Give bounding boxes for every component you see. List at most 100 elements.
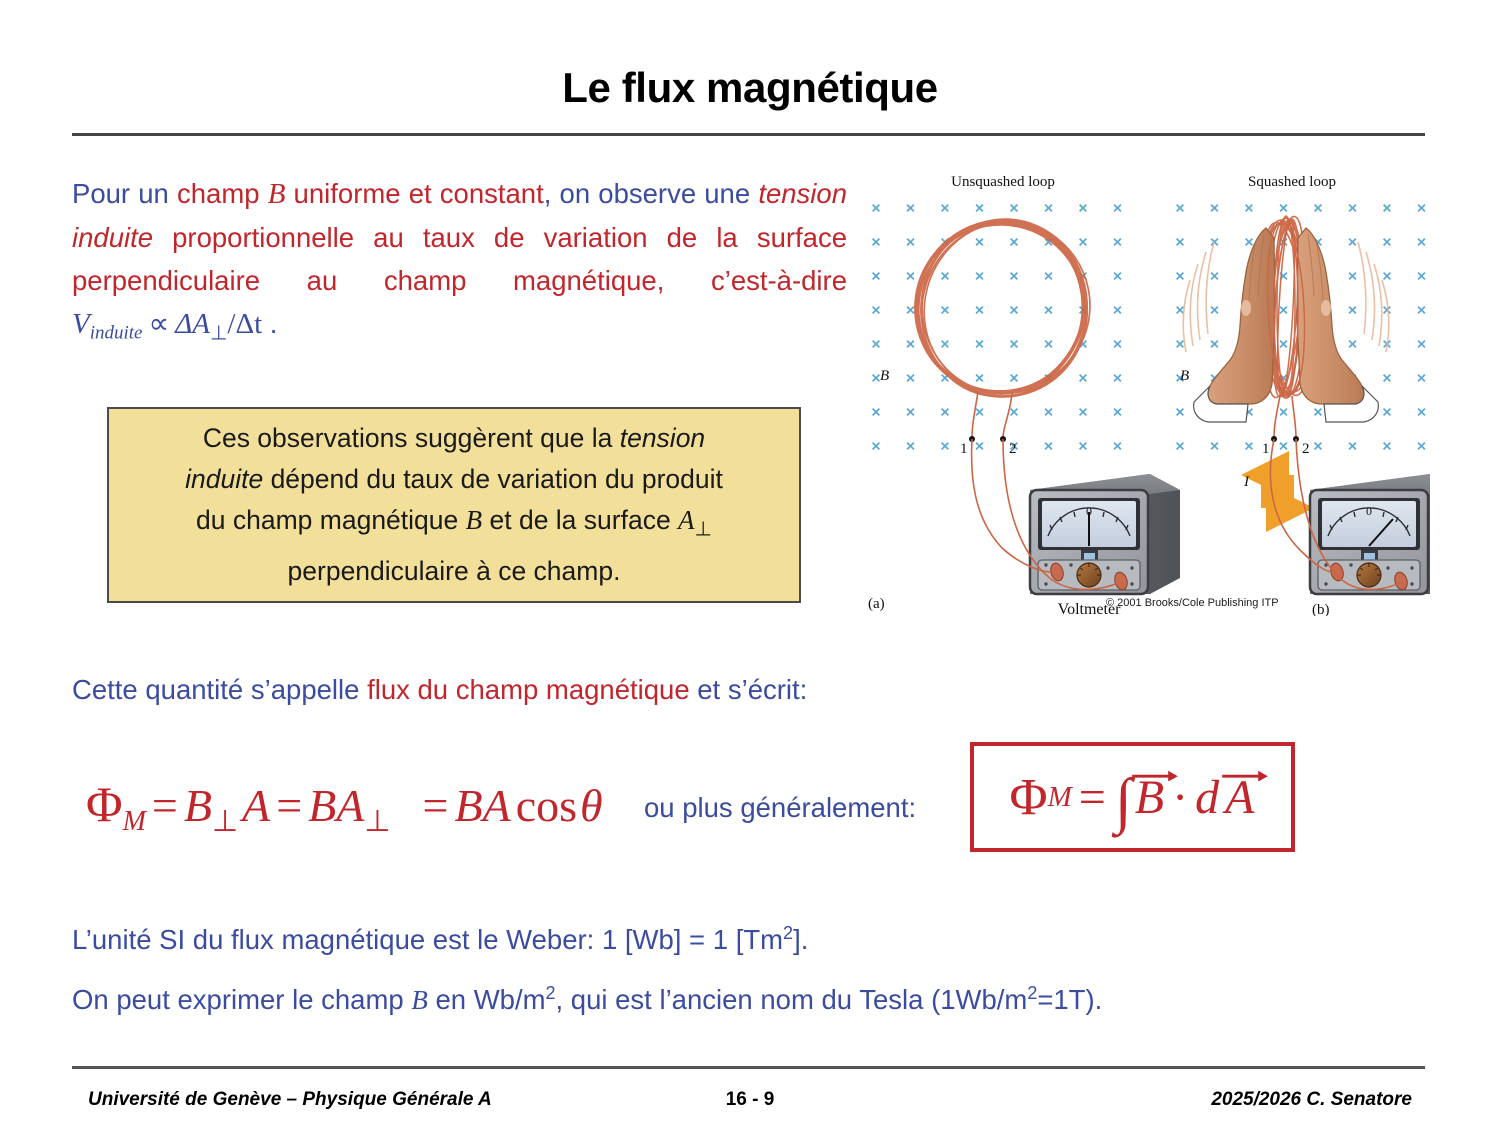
hands-illustration [1182,227,1390,423]
field-x-mark [1279,441,1288,451]
voltmeter-left-zero: 0 [1086,504,1092,518]
eq-a-1: A [242,780,271,831]
field-x-mark [1244,237,1254,247]
field-x-mark [1009,339,1019,349]
field-x-mark [975,271,984,281]
field-x-mark [1382,441,1392,451]
flux-name-post: et s’écrit: [689,674,808,705]
callout-line4: perpendiculaire à ce champ. [287,555,621,586]
intro-seg-6: proportionnelle au taux de variation de … [72,222,847,296]
field-x-mark [1009,271,1019,281]
figure-terminal-1-left: 1 [960,441,968,457]
magnetic-flux-figure: Unsquashed loop Squashed loop 1 2 B [862,168,1430,616]
field-x-mark [1348,441,1357,451]
field-x-mark [1279,407,1288,417]
field-x-mark [1417,339,1426,349]
intro-formula-subscript: induite [89,322,143,344]
field-x-mark [1279,305,1288,315]
field-x-mark [1210,339,1219,349]
field-x-mark [1078,407,1088,417]
eq-b-2: B [308,780,337,831]
squashed-leads [1273,395,1297,439]
int-phi-subscript: M [1047,780,1072,813]
field-x-mark [975,203,984,213]
figure-terminal-1-right: 1 [1262,441,1270,457]
si-unit-superscript: 2 [783,923,794,943]
callout-line3-b: et de la surface [482,505,679,536]
intro-var-b: B [267,178,286,210]
footer-author-label: 2025/2026 C. Senatore [1211,1089,1412,1110]
field-x-mark [940,441,950,451]
field-x-mark [1044,203,1053,213]
field-x-mark [1175,237,1185,247]
field-x-mark [1175,373,1185,383]
int-dot: · [1172,770,1189,824]
field-x-mark [1348,271,1357,281]
field-x-mark [1348,237,1357,247]
figure-caption-left: Unsquashed loop [951,174,1055,190]
callout-line2-b: dépend du taux de variation du produit [263,464,723,495]
field-x-mark [1175,407,1185,417]
voltmeter-right: 0 [1308,474,1430,596]
general-case-label: ou plus généralement: [644,792,917,823]
callout-var-a: A [678,505,695,536]
tesla-superscript-2: 2 [1027,983,1038,1003]
field-x-mark [1009,373,1019,383]
eq-b-1: B [183,780,212,831]
eq-phi-subscript: M [122,805,146,837]
field-x-mark [1113,271,1122,281]
intro-paragraph: Pour un champ B uniforme et constant, on… [72,172,847,355]
field-x-mark [871,441,881,451]
vector-b-wrap: B [1131,770,1178,825]
field-x-mark [940,305,950,315]
field-x-mark [871,407,881,417]
field-x-mark [975,339,984,349]
field-x-mark [1175,339,1185,349]
page-title: Le flux magnétique [562,64,938,111]
field-x-mark [1078,441,1088,451]
field-x-mark [1175,305,1185,315]
field-x-mark [1113,237,1122,247]
intro-formula-delta-a: ΔA [175,308,210,340]
field-x-mark [906,237,915,247]
field-x-mark [1009,203,1019,213]
field-x-mark [940,339,950,349]
field-x-mark [1044,441,1053,451]
right-hand [1296,227,1365,405]
field-x-mark [906,271,915,281]
int-a: A [1225,770,1255,824]
field-x-mark [1210,203,1219,213]
field-x-mark [975,441,984,451]
figure-panel-b: (b) [1312,602,1330,616]
field-x-mark [1382,373,1392,383]
callout-var-b: B [465,505,483,536]
field-x-mark [1078,237,1088,247]
field-x-mark [1417,441,1426,451]
field-x-mark [1382,271,1392,281]
field-x-mark [975,237,984,247]
si-unit-line: L’unité SI du flux magnétique est le Web… [72,923,808,956]
left-hand [1207,227,1276,405]
intro-formula-proportional: ∝ [148,308,170,340]
field-x-mark [871,271,881,281]
si-unit-pre: L’unité SI du flux magnétique est le Web… [72,923,784,955]
field-x-mark [1175,203,1185,213]
field-x-mark [1044,407,1053,417]
field-x-mark [871,237,881,247]
field-x-mark [1417,203,1426,213]
field-x-mark [1417,271,1426,281]
eq-a-2: A [336,780,365,831]
tesla-post: =1T). [1037,983,1103,1015]
eq-equals-2: = [276,780,303,831]
intro-seg-5: tension induite [72,178,847,253]
field-x-mark [975,305,984,315]
field-x-mark [1113,407,1122,417]
field-x-mark [1113,203,1122,213]
field-x-mark [1078,373,1088,383]
field-x-mark [906,373,915,383]
field-x-mark [1244,441,1254,451]
intro-formula-perp: ⊥ [209,322,228,345]
tesla-mid-2: , qui est l’ancien nom du Tesla (1Wb/m [555,983,1028,1015]
field-x-mark [906,305,915,315]
